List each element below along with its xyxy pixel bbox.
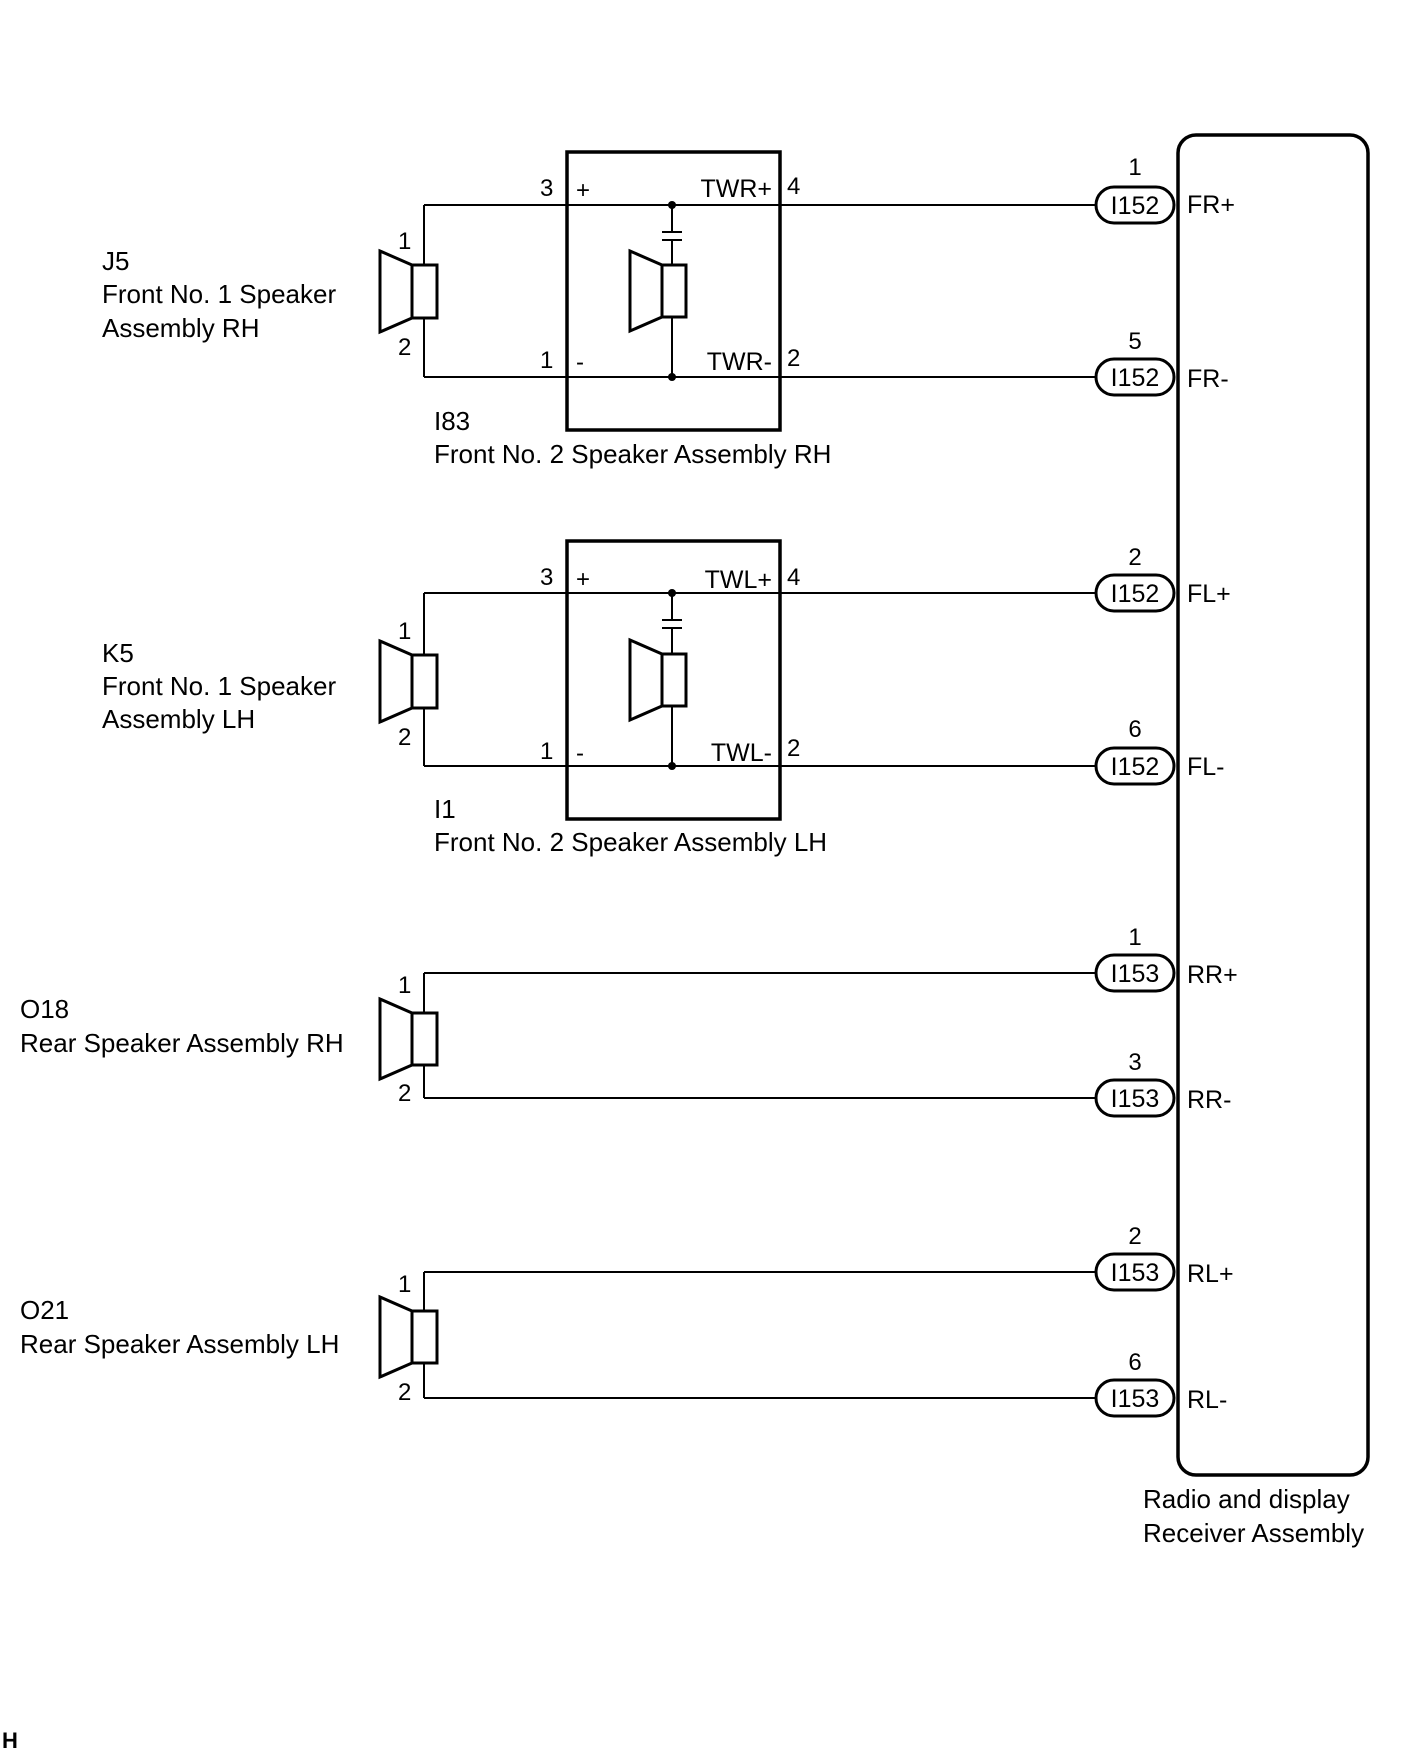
pin-label: 2 [398,1379,411,1406]
pin-label: 2 [398,724,411,751]
connector-pin: 3 [1128,1049,1141,1076]
connector-id: I152 [1111,753,1160,781]
connector-rl-plus: I153 2 RL+ [1094,1223,1234,1292]
polarity-mark: - [576,349,584,376]
receiver-label-line2: Receiver Assembly [1143,1518,1364,1548]
connector-oval [1094,573,1176,613]
polarity-mark: + [576,177,590,204]
speaker-name: Assembly RH [102,313,259,343]
signal-label: TWR+ [700,175,772,203]
pin-label: 2 [398,1080,411,1107]
corner-mark: H [2,1728,18,1753]
pin-label: 1 [398,618,411,645]
connector-id: I153 [1111,960,1160,988]
signal-label: TWL- [711,739,772,767]
signal-label: RR- [1187,1086,1231,1114]
signal-label: FR- [1187,365,1229,393]
connector-pin: 1 [1128,924,1141,951]
polarity-mark: - [576,740,584,767]
connector-rr-plus: I153 1 RR+ [1094,924,1238,993]
connector-pin: 6 [1128,1349,1141,1376]
tweeter-speaker-icon [628,637,688,723]
speaker-code: O18 [20,994,69,1024]
connector-rl-minus: I153 6 RL- [1094,1349,1227,1418]
connector-oval [1094,357,1176,397]
speaker-code: O21 [20,1295,69,1325]
connector-id: I152 [1111,192,1160,220]
rear-lh-speaker-icon [378,1294,439,1380]
rear-rh-speaker-icon [378,996,439,1082]
signal-label: TWR- [707,348,772,376]
connector-pin: 5 [1128,328,1141,355]
speaker-code: J5 [102,246,129,276]
connector-oval [1094,953,1176,993]
connector-oval [1094,746,1176,786]
pin-label: 2 [787,345,800,372]
connector-fr-plus: I152 1 FR+ [1094,154,1235,225]
pin-label: 4 [787,564,800,591]
signal-label: RR+ [1187,961,1238,989]
connector-id: I153 [1111,1385,1160,1413]
signal-label: FL+ [1187,580,1231,608]
tweeter-name: Front No. 2 Speaker Assembly RH [434,439,831,469]
connector-oval [1094,1378,1176,1418]
connector-oval [1094,1078,1176,1118]
speaker-code: K5 [102,638,134,668]
connector-pin: 2 [1128,544,1141,571]
speaker-name: Rear Speaker Assembly RH [20,1028,344,1058]
signal-label: FR+ [1187,191,1235,219]
speaker-name: Rear Speaker Assembly LH [20,1329,339,1359]
front-rh-group: 1 2 3 1 + - TWR+ TWR- 4 2 J5 Front No. 1… [102,150,1099,469]
tweeter-speaker-icon [628,248,688,334]
front-lh-speaker-icon [378,638,439,725]
tweeter-code: I83 [434,406,470,436]
signal-label: RL+ [1187,1260,1234,1288]
connector-rr-minus: I153 3 RR- [1094,1049,1231,1118]
tweeter-name: Front No. 2 Speaker Assembly LH [434,827,827,857]
speaker-name: Front No. 1 Speaker [102,671,336,701]
tweeter-lh-box [565,539,782,821]
pin-label: 4 [787,173,800,200]
connector-id: I152 [1111,364,1160,392]
tweeter-code: I1 [434,794,456,824]
signal-label: RL- [1187,1386,1227,1414]
pin-label: 2 [398,334,411,361]
pin-label: 2 [787,735,800,762]
pin-label: 3 [540,564,553,591]
pin-label: 1 [540,738,553,765]
connector-pin: 2 [1128,1223,1141,1250]
signal-label: TWL+ [705,566,772,594]
connector-pin: 1 [1128,154,1141,181]
pin-label: 1 [398,228,411,255]
polarity-mark: + [576,566,590,593]
connector-fl-minus: I152 6 FL- [1094,716,1225,786]
connector-oval [1094,185,1176,225]
speaker-name: Assembly LH [102,704,255,734]
connector-id: I153 [1111,1085,1160,1113]
connector-fr-minus: I152 5 FR- [1094,328,1229,397]
connector-id: I152 [1111,580,1160,608]
pin-label: 1 [540,347,553,374]
connector-pin: 6 [1128,716,1141,743]
pin-label: 3 [540,175,553,202]
connector-id: I153 [1111,1259,1160,1287]
rear-rh-group: 1 2 O18 Rear Speaker Assembly RH [20,972,1099,1107]
speaker-name: Front No. 1 Speaker [102,279,336,309]
receiver-label-line1: Radio and display [1143,1484,1350,1514]
pin-label: 1 [398,972,411,999]
signal-label: FL- [1187,753,1225,781]
connector-oval [1094,1252,1176,1292]
receiver-assembly-box [1176,133,1370,1477]
connector-fl-plus: I152 2 FL+ [1094,544,1231,613]
front-lh-group: 1 2 3 1 + - TWL+ TWL- 4 2 K5 Front No. 1… [102,539,1099,857]
front-rh-speaker-icon [378,248,439,335]
tweeter-rh-box [565,150,782,432]
pin-label: 1 [398,1271,411,1298]
rear-lh-group: 1 2 O21 Rear Speaker Assembly LH [20,1271,1099,1406]
